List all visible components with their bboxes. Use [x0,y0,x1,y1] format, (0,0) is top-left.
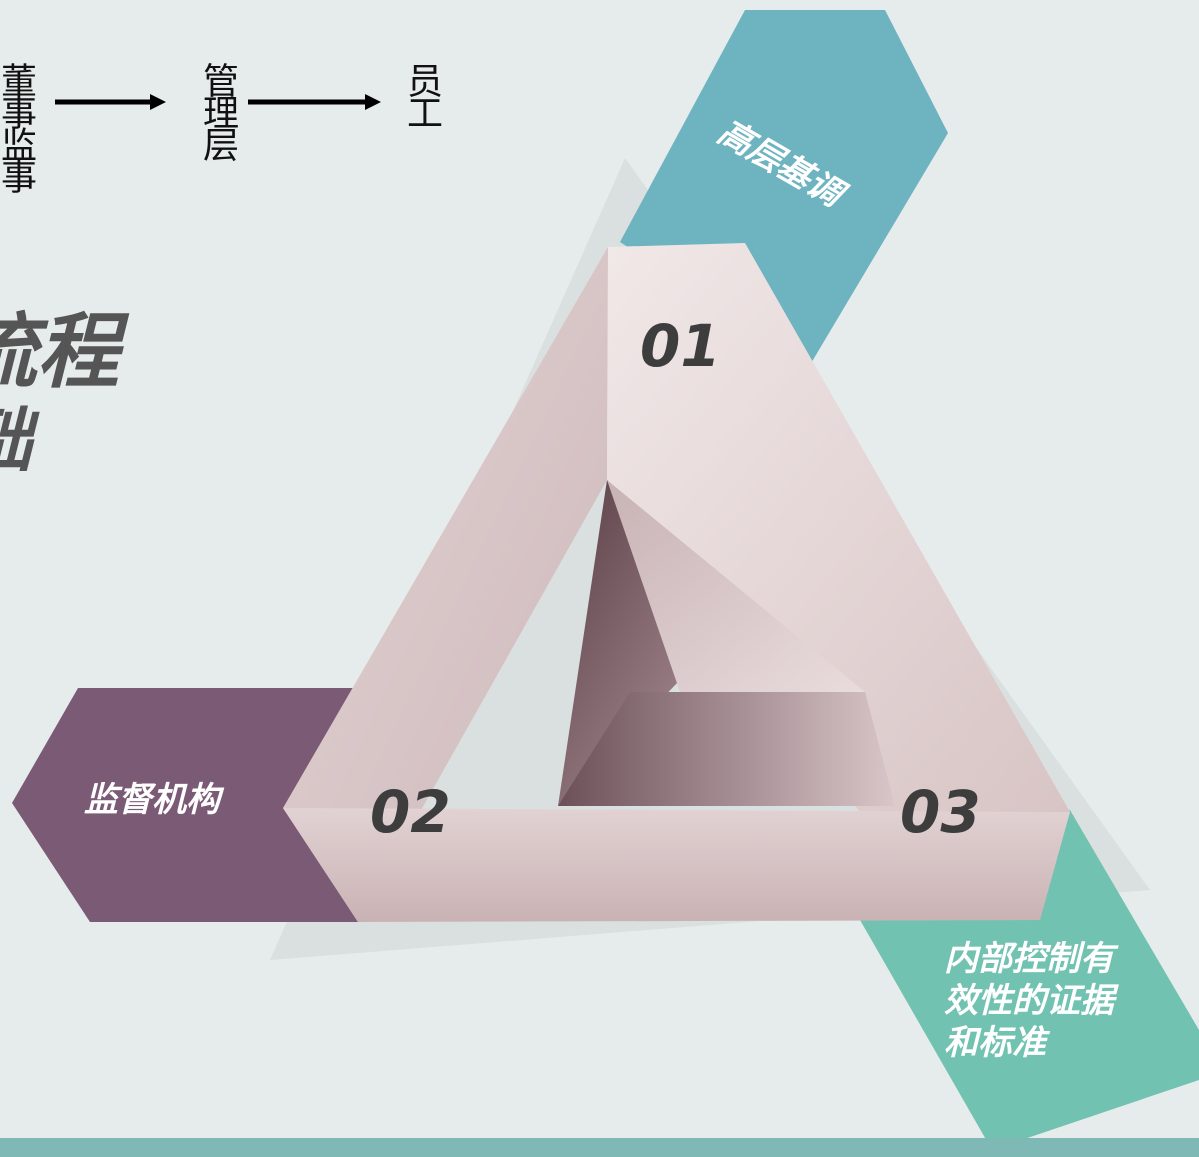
arrow-1-head [150,94,166,110]
triangle-bottom-face [283,808,1070,922]
triangle-number-03: 03 [900,778,981,846]
triangle-hole-left [558,480,740,806]
heading-line-1: 流程 [0,305,119,400]
label-evidence-line-2: 效性的证据 [944,981,1114,1021]
triangle-hole-right [607,480,865,692]
triangle-hole-bottom [558,692,895,806]
triangle-number-02: 02 [370,778,451,846]
label-evidence-line-1: 内部控制有 [944,939,1114,979]
label-evidence-line-3: 和标准 [944,1023,1046,1063]
bottom-bar [0,1138,1199,1157]
flow-node-management: 管理层 [197,62,238,158]
label-evidence-standards: 内部控制有 效性的证据 和标准 [944,938,1114,1064]
flow-node-employees: 员工 [401,62,442,126]
triangle-left-face [283,247,608,922]
purple-band [12,688,360,922]
heading-line-2: 础 [0,385,32,486]
flow-node-directors: 董事监事 [0,62,36,190]
triangle-number-01: 01 [640,312,721,380]
label-oversight-body: 监督机构 [84,780,220,820]
triangle-right-face [607,243,1070,812]
arrow-2-head [365,94,381,110]
